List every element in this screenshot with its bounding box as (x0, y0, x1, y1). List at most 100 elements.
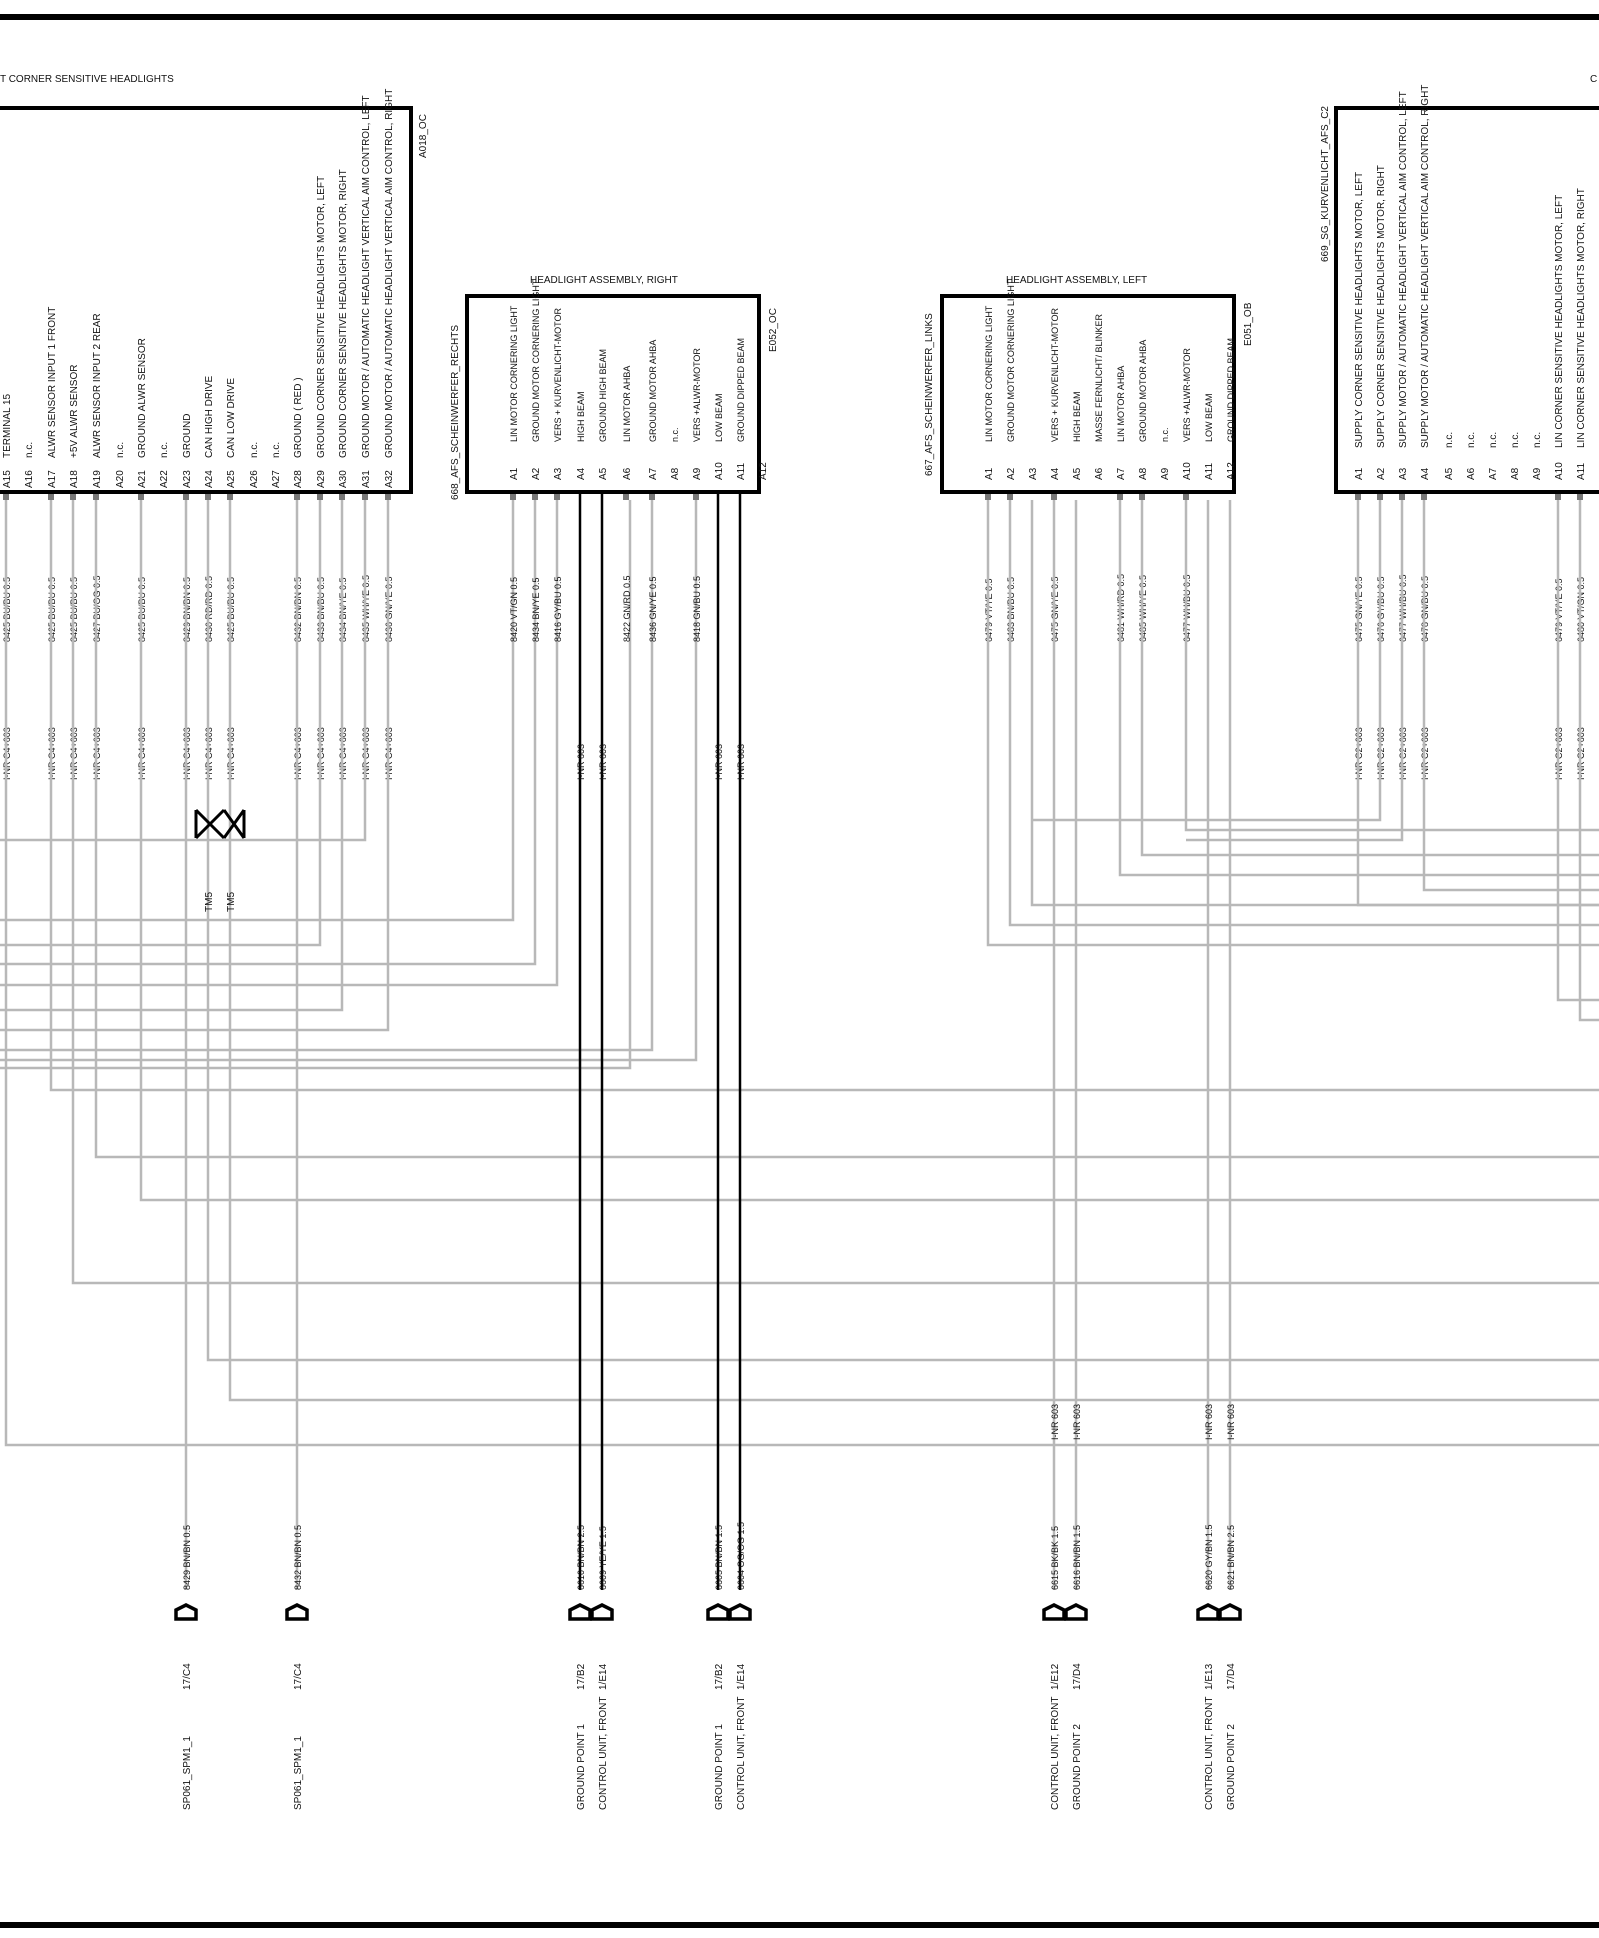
harness-wire (1032, 500, 1382, 822)
pin-terminal (1399, 494, 1405, 500)
control-unit-right-pin-A11: A11 (1576, 463, 1587, 480)
control-unit-left-pin-A29: A29 (316, 470, 327, 488)
connector-label: I-NR 603 (598, 744, 608, 780)
pin-terminal (510, 494, 516, 500)
control-unit-left-pin-A31: A31 (361, 470, 372, 488)
harness-wire (0, 500, 654, 1052)
bottom-border (0, 1922, 1599, 1928)
control-unit-left-pin-label: GROUND ALWR SENSOR (137, 338, 148, 458)
control-unit-left-pin-label: n.c. (115, 442, 126, 458)
ground-name: CONTROL UNIT, FRONT (1204, 1696, 1215, 1810)
control-unit-right-pin-A5: A5 (1444, 467, 1455, 480)
headlight-right-pin-A7: A7 (648, 467, 659, 480)
harness-wire (0, 500, 367, 842)
ground-wire-label: 8429 BN/BN 0.5 (182, 1525, 192, 1590)
ground-name: CONTROL UNIT, FRONT (1050, 1696, 1061, 1810)
ground-connector-icon (728, 1603, 752, 1621)
harness-wire (139, 500, 1599, 1202)
ground-ref: 1/E14 (736, 1663, 747, 1690)
connector-label: I-NR 603 (736, 744, 746, 780)
pin-terminal (317, 494, 323, 500)
control-unit-right-pin-A4: A4 (1420, 467, 1431, 480)
control-unit-right-pin-A2: A2 (1376, 467, 1387, 480)
headlight-right-pin-A9: A9 (692, 467, 703, 480)
headlight-right-pin-A1: A1 (509, 467, 520, 480)
headlight-left-pin-label: LIN MOTOR AHBA (1116, 366, 1126, 442)
headlight-left-pin-A9: A9 (1160, 467, 1171, 480)
control-unit-left-pin-label: n.c. (24, 442, 35, 458)
harness-wire (0, 500, 537, 966)
harness-wire (0, 500, 698, 1062)
control-unit-left-pin-label: n.c. (159, 442, 170, 458)
headlight-left-name: 667_AFS_SCHEINWERFER_LINKS (924, 313, 935, 476)
pin-terminal (1051, 494, 1057, 500)
control-unit-right-pin-label: n.c. (1488, 432, 1499, 448)
pin-terminal (623, 494, 629, 500)
twisted-pair-icon (194, 808, 246, 840)
control-unit-left-pin-label: GROUND MOTOR / AUTOMATIC HEADLIGHT VERTI… (361, 95, 372, 458)
wire-label: 8420 VT/GN 0.5 (509, 577, 519, 642)
pin-terminal (339, 494, 345, 500)
headlight-right-pin-label: LIN MOTOR AHBA (622, 366, 632, 442)
wire-label: 8416 GY/BU 0.5 (553, 576, 563, 642)
pin-terminal (1555, 494, 1561, 500)
harness-wire (71, 500, 1599, 1285)
ground-connector-icon (174, 1603, 198, 1621)
pin-terminal (1421, 494, 1427, 500)
control-unit-left-pin-label: GROUND MOTOR / AUTOMATIC HEADLIGHT VERTI… (384, 89, 395, 458)
pin-terminal (693, 494, 699, 500)
control-unit-left-pin-label: CAN HIGH DRIVE (204, 375, 215, 458)
harness-wire (986, 500, 1599, 947)
headlight-left-pin-A4: A4 (1050, 467, 1061, 480)
connector-label: I-NR 603 (1226, 1404, 1236, 1440)
control-unit-left-pin-A16: A16 (24, 470, 35, 488)
ground-name: SP061_SPM1_1 (293, 1736, 304, 1810)
harness-wire (1030, 500, 1599, 907)
pin-terminal (532, 494, 538, 500)
pin-terminal (205, 494, 211, 500)
connector-label: I-NR 603 (1204, 1404, 1214, 1440)
connector-label: I-NR 603 (1050, 1404, 1060, 1440)
headlight-right-title: HEADLIGHT ASSEMBLY, RIGHT (530, 275, 678, 286)
headlight-left-pin-A6: A6 (1094, 467, 1105, 480)
harness-wire (206, 500, 1599, 1362)
control-unit-left-pin-A17: A17 (47, 470, 58, 488)
headlight-left-pin-label: LIN MOTOR CORNERING LIGHT (984, 305, 994, 442)
control-unit-left-pin-label: GROUND CORNER SENSITIVE HEADLIGHTS MOTOR… (316, 176, 327, 458)
control-unit-left-pin-A28: A28 (293, 470, 304, 488)
pin-terminal (138, 494, 144, 500)
ground-ref: 17/D4 (1226, 1663, 1237, 1690)
headlight-left-box (940, 294, 1236, 494)
control-unit-right-pin-A10: A10 (1554, 462, 1565, 480)
headlight-left-pin-A5: A5 (1072, 467, 1083, 480)
headlight-right-pin-A3: A3 (553, 467, 564, 480)
control-unit-left-pin-A27: A27 (271, 470, 282, 488)
ground-connector-icon (1196, 1603, 1220, 1621)
headlight-right-pin-label: n.c. (670, 427, 680, 442)
harness-wire (1556, 500, 1599, 1002)
pin-terminal (385, 494, 391, 500)
ground-name: SP061_SPM1_1 (182, 1736, 193, 1810)
pin-terminal (3, 494, 9, 500)
ground-ref: 1/E12 (1050, 1663, 1061, 1690)
control-unit-right-pin-label: n.c. (1510, 432, 1521, 448)
control-unit-right-pin-label: n.c. (1466, 432, 1477, 448)
twisted-pair-label: TM5 (226, 892, 237, 912)
ground-name: GROUND POINT 2 (1072, 1724, 1083, 1810)
ground-wire-label: 6616 BN/BN 1.5 (1072, 1525, 1082, 1590)
headlight-right-name: 668_AFS_SCHEINWERFER_RECHTS (450, 325, 461, 500)
ground-wire-label: 6621 BN/BN 2.5 (1226, 1525, 1236, 1590)
headlight-right-pin-label: GROUND MOTOR AHBA (648, 340, 658, 442)
connector-label: I-NR 603 (714, 744, 724, 780)
control-unit-left-pin-label: +5V ALWR SENSOR (69, 365, 80, 458)
headlight-left-pin-A7: A7 (1116, 467, 1127, 480)
control-unit-left-pin-label: n.c. (249, 442, 260, 458)
control-unit-left-pin-A23: A23 (182, 470, 193, 488)
headlight-left-pin-A12: A12 (1226, 462, 1237, 480)
ground-connector-icon (1042, 1603, 1066, 1621)
harness-wire (0, 500, 322, 947)
control-unit-left-pin-label: TERMINAL 15 (2, 393, 13, 458)
control-unit-right-name: 669_SG_KURVENLICHT_AFS_C2 (1320, 106, 1331, 262)
control-unit-right-pin-label: LIN CORNER SENSITIVE HEADLIGHTS MOTOR, L… (1554, 195, 1565, 448)
headlight-left-pin-A10: A10 (1182, 462, 1193, 480)
